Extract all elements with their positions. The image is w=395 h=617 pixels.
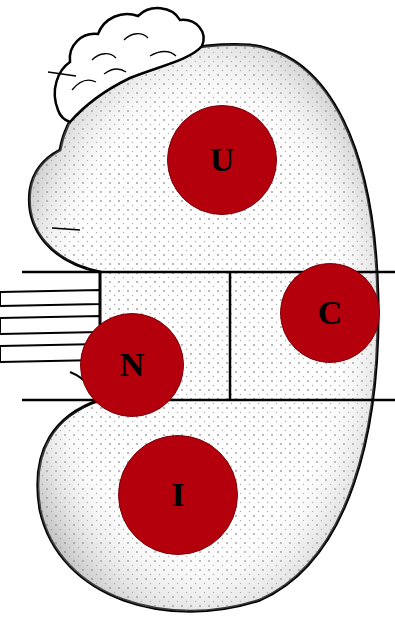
zone-circle: I [118,435,238,555]
adrenal-gland [55,8,204,122]
zone-circle: U [167,105,277,215]
zone-letter: I [171,478,184,512]
zone-letter: C [318,296,343,330]
zone-circle: N [80,313,184,417]
zone-letter: N [120,348,145,382]
kidney-outline [29,45,378,612]
zone-circle: C [280,263,380,363]
zone-letter: U [210,143,235,177]
